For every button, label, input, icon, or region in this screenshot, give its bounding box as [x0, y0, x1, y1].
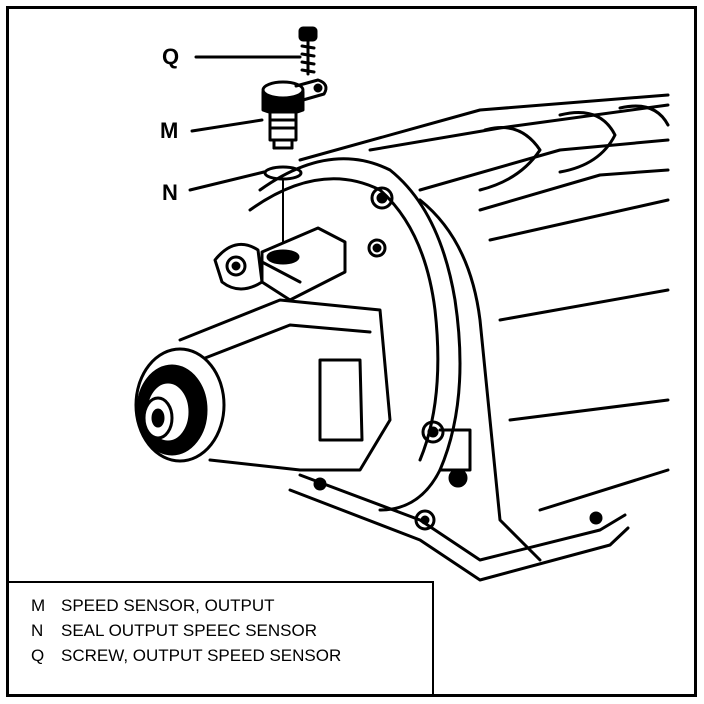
legend-key: M — [31, 596, 46, 615]
diagram-frame — [6, 6, 697, 697]
transmission-case — [134, 93, 670, 582]
callout-q: Q — [162, 44, 180, 69]
leader-line-m — [190, 118, 264, 133]
legend-box: M SPEED SENSOR, OUTPUT N SEAL OUTPUT SPEEC… — [9, 581, 434, 694]
legend-row-m: M SPEED SENSOR, OUTPUT — [31, 593, 432, 618]
speed-sensor-part — [261, 78, 328, 150]
legend-row-n: N SEAL OUTPUT SPEEC SENSOR — [31, 618, 432, 643]
legend-key: Q — [31, 646, 45, 665]
legend-text: SCREW, OUTPUT SPEED SENSOR — [61, 646, 342, 665]
callout-m: M — [160, 118, 179, 143]
leader-line-n — [188, 170, 266, 192]
legend-row-q: Q SCREW, OUTPUT SPEED SENSOR — [31, 643, 432, 668]
screw-part — [298, 26, 318, 76]
legend-key: N — [31, 621, 44, 640]
callout-n: N — [162, 180, 178, 205]
legend-text: SPEED SENSOR, OUTPUT — [61, 596, 275, 615]
legend-text: SEAL OUTPUT SPEEC SENSOR — [61, 621, 318, 640]
